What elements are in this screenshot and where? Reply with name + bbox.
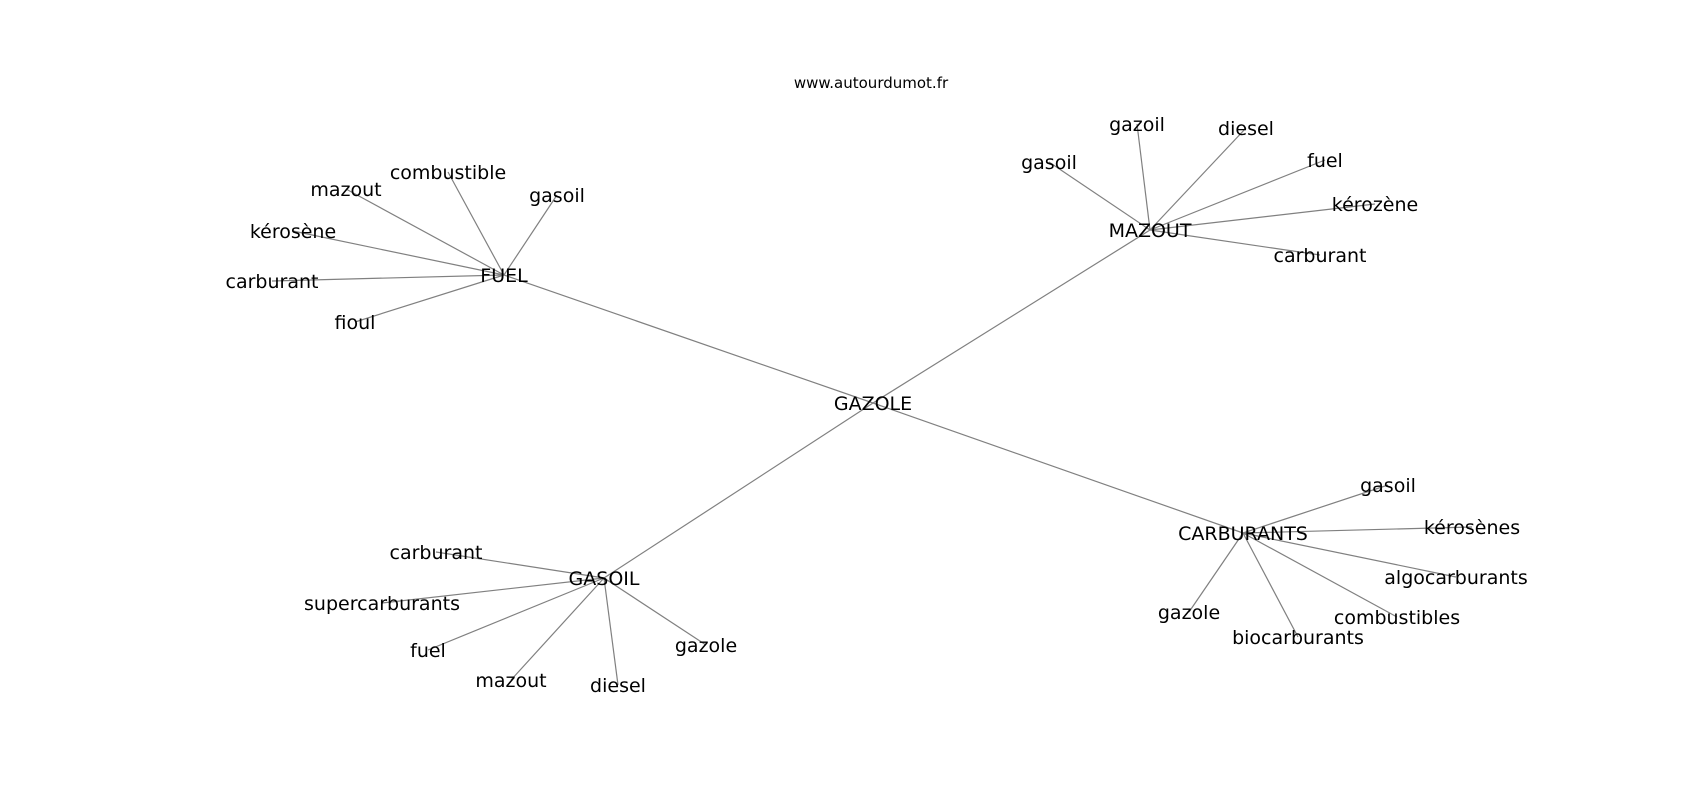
leaf-node: combustible: [390, 162, 506, 184]
graph-labels: GAZOLE FUEL combustible mazout gasoil kérosèn…: [226, 114, 1528, 697]
hub-node: FUEL: [480, 265, 528, 287]
edge-hub-to-leaf: [1242, 484, 1389, 534]
leaf-node: gazole: [675, 635, 737, 657]
edge-center-to-hub: [503, 274, 874, 404]
edge-hub-to-leaf: [1149, 203, 1376, 231]
hub-node: MAZOUT: [1109, 220, 1192, 242]
edge-hub-to-leaf: [1188, 532, 1244, 613]
edge-hub-to-leaf: [1242, 532, 1299, 638]
edge-hub-to-leaf: [435, 551, 605, 579]
edge-hub-to-leaf: [427, 577, 605, 651]
leaf-node: gasoil: [1360, 475, 1416, 497]
leaf-node: gazoil: [1109, 114, 1165, 136]
leaf-node: gasoil: [1021, 152, 1077, 174]
edge-hub-to-leaf: [1136, 123, 1151, 231]
edge-hub-to-leaf: [447, 171, 505, 276]
edge-hub-to-leaf: [1149, 229, 1321, 256]
leaf-node: kérosènes: [1424, 517, 1520, 539]
edge-center-to-hub: [603, 402, 874, 579]
edge-hub-to-leaf: [503, 194, 558, 276]
edge-hub-to-leaf: [1048, 161, 1151, 231]
edge-center-to-hub: [872, 402, 1244, 534]
leaf-node: gasoil: [529, 185, 585, 207]
leaf-node: kérosène: [250, 221, 336, 243]
source-watermark: www.autourdumot.fr: [794, 74, 949, 92]
leaf-node: supercarburants: [304, 593, 460, 615]
edge-hub-to-leaf: [1242, 532, 1398, 618]
center-node: GAZOLE: [834, 393, 912, 415]
leaf-node: fioul: [335, 312, 376, 334]
edge-hub-to-leaf: [603, 577, 619, 686]
edge-hub-to-leaf: [271, 274, 505, 282]
leaf-node: fuel: [1307, 150, 1343, 172]
edge-hub-to-leaf: [1149, 127, 1247, 231]
edge-hub-to-leaf: [381, 577, 605, 604]
edge-hub-to-leaf: [603, 577, 707, 646]
leaf-node: carburant: [226, 271, 319, 293]
graph-edges: [271, 123, 1473, 686]
edge-hub-to-leaf: [1149, 159, 1326, 231]
leaf-node: algocarburants: [1384, 567, 1527, 589]
edge-hub-to-leaf: [354, 274, 505, 323]
leaf-node: mazout: [310, 179, 381, 201]
edge-hub-to-leaf: [1242, 526, 1473, 534]
leaf-node: carburant: [390, 542, 483, 564]
leaf-node: biocarburants: [1232, 627, 1364, 649]
leaf-node: diesel: [590, 675, 646, 697]
leaf-node: combustibles: [1334, 607, 1460, 629]
leaf-node: diesel: [1218, 118, 1274, 140]
leaf-node: mazout: [475, 670, 546, 692]
edge-hub-to-leaf: [292, 230, 505, 276]
leaf-node: fuel: [410, 640, 446, 662]
edge-hub-to-leaf: [345, 188, 505, 276]
hub-node: GASOIL: [569, 568, 640, 590]
leaf-node: gazole: [1158, 602, 1220, 624]
leaf-node: kérozène: [1332, 194, 1418, 216]
leaf-node: carburant: [1274, 245, 1367, 267]
edge-hub-to-leaf: [510, 577, 605, 681]
edge-center-to-hub: [872, 229, 1151, 404]
edge-hub-to-leaf: [1242, 532, 1457, 578]
hub-node: CARBURANTS: [1178, 523, 1308, 545]
